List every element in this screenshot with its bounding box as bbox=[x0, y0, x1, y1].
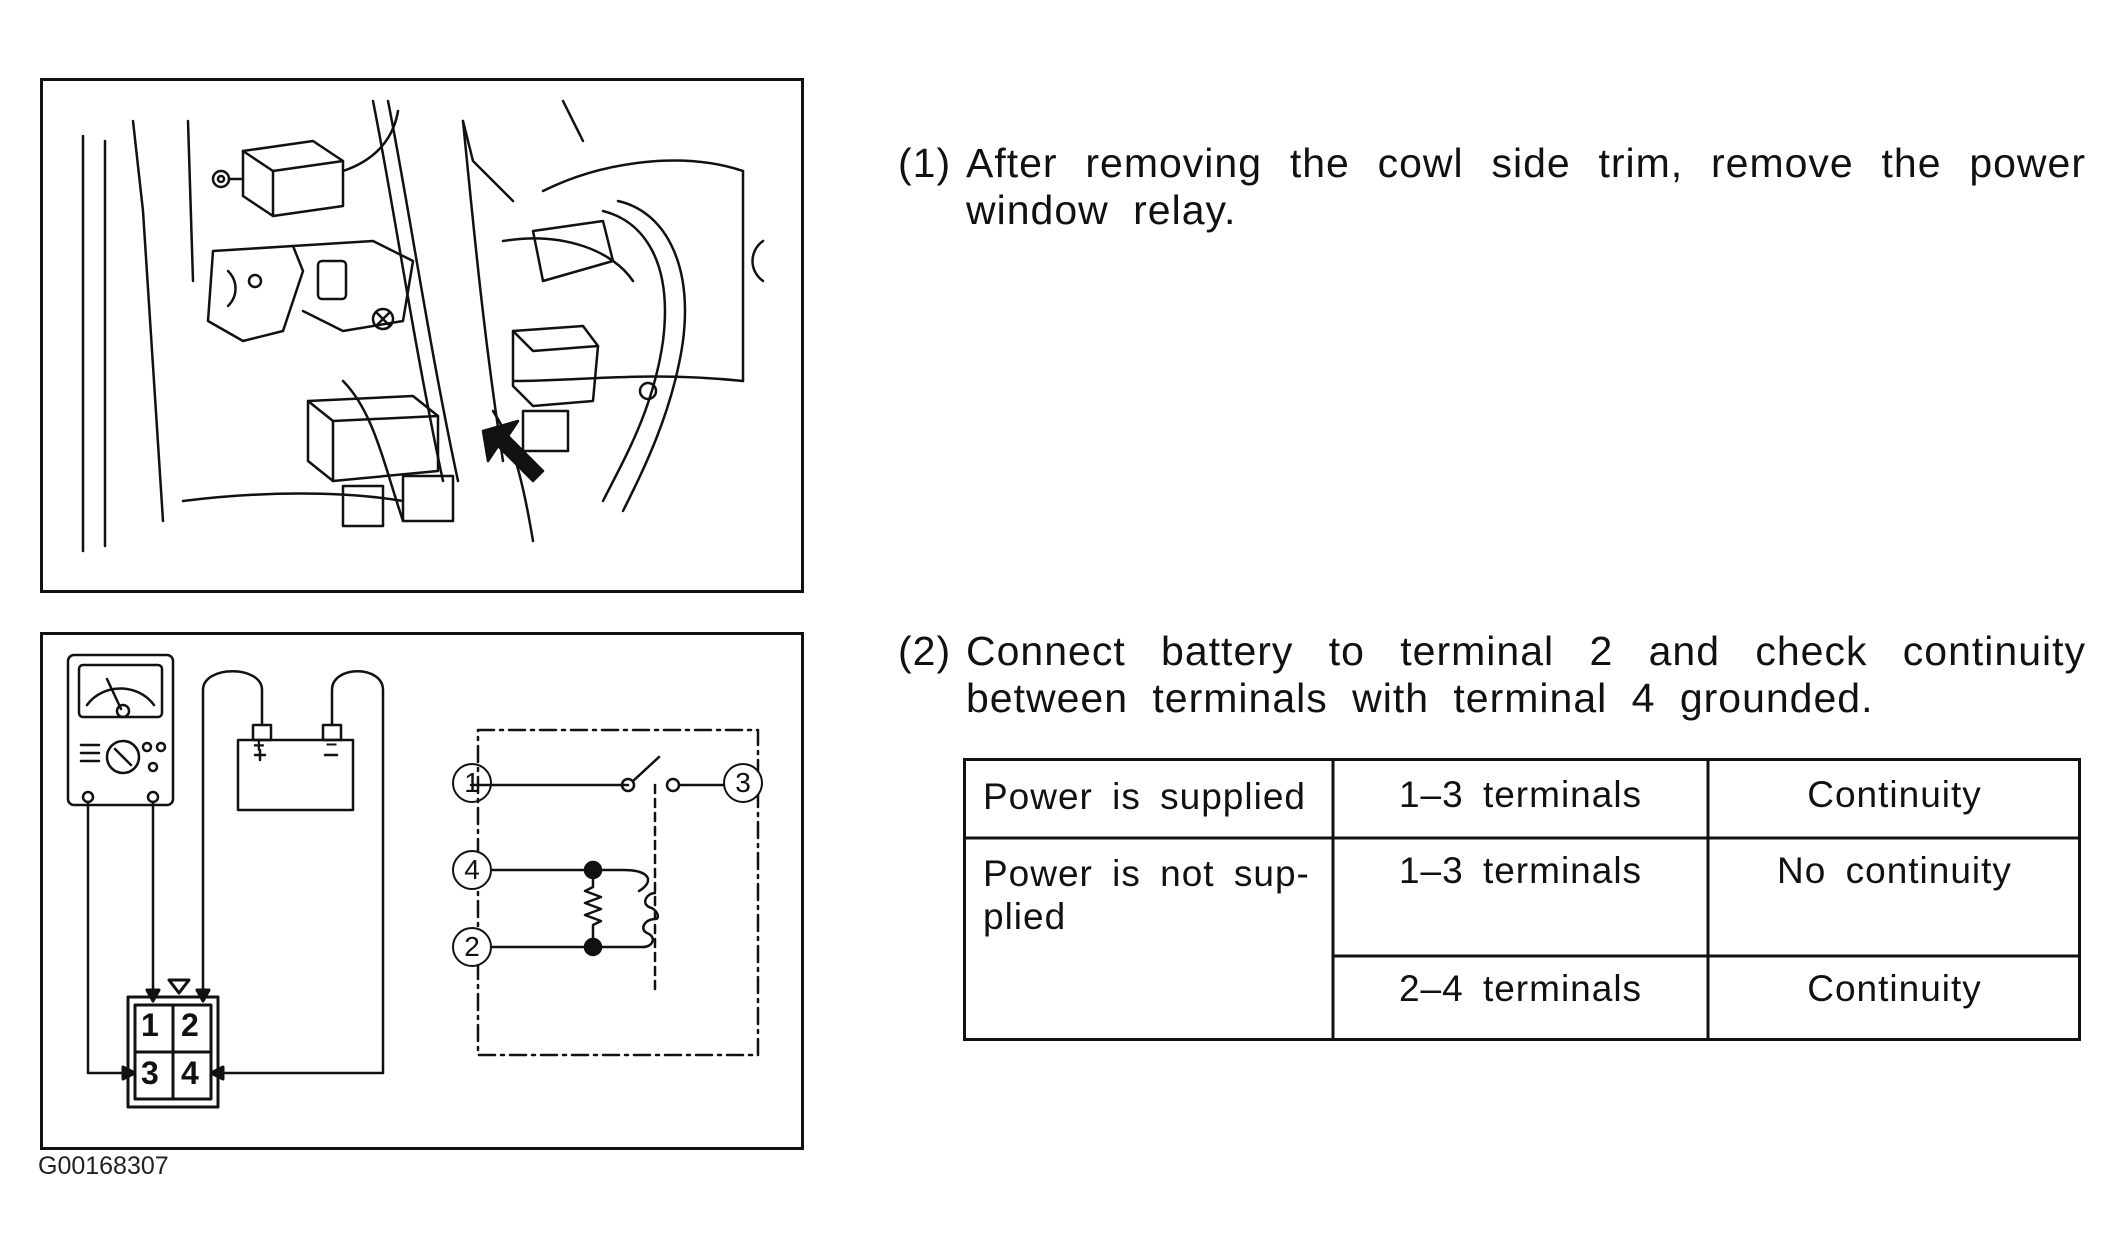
upper-relay bbox=[211, 109, 400, 218]
row-1-terminals: 1–3 terminals bbox=[1398, 774, 1643, 815]
row-2-condition: Power is not sup- plied bbox=[983, 853, 1310, 937]
relay-location-illustration bbox=[40, 78, 804, 593]
relay-connector bbox=[121, 978, 225, 1109]
row-3-result: Continuity bbox=[1807, 968, 1982, 1009]
row-1-result: Continuity bbox=[1807, 774, 1982, 815]
relay-test-circuit-diagram: 1 2 3 4 1 3 4 2 + – bbox=[40, 632, 804, 1150]
ohmmeter-icon bbox=[66, 653, 175, 807]
row-2-terminals: 1–3 terminals bbox=[1398, 850, 1643, 891]
step-2-number: (2) bbox=[898, 628, 952, 674]
connector-terminal-2: 2 bbox=[181, 1007, 200, 1043]
row-3-terminals: 2–4 terminals bbox=[1398, 968, 1643, 1009]
schematic-terminal-1: 1 bbox=[452, 763, 492, 803]
step-1: (1) After removing the cowl side trim, r… bbox=[898, 140, 2086, 240]
mounting-bracket bbox=[206, 239, 415, 343]
battery-positive-symbol: + bbox=[253, 735, 266, 757]
battery-icon bbox=[236, 723, 355, 812]
schematic-terminal-3: 3 bbox=[723, 763, 763, 803]
connector-terminal-1: 1 bbox=[141, 1007, 160, 1043]
schematic-terminal-2: 2 bbox=[452, 927, 492, 967]
relay-pointer-arrow bbox=[481, 419, 545, 483]
connector-terminal-4: 4 bbox=[181, 1055, 200, 1091]
relay-schematic bbox=[469, 728, 760, 1057]
step-1-number: (1) bbox=[898, 140, 952, 186]
schematic-terminal-4: 4 bbox=[452, 850, 492, 890]
continuity-table: Power is supplied 1–3 terminals Continui… bbox=[963, 758, 2081, 1041]
step-2: (2) Connect battery to terminal 2 and ch… bbox=[898, 628, 2086, 728]
step-2-text: Connect battery to terminal 2 and check … bbox=[966, 628, 2086, 721]
row-2-result: No continuity bbox=[1777, 850, 2012, 891]
connector-terminal-3: 3 bbox=[141, 1055, 160, 1091]
test-wires bbox=[86, 670, 385, 1075]
lower-relays bbox=[306, 324, 658, 528]
step-1-text: After removing the cowl side trim, remov… bbox=[966, 140, 2086, 233]
wiring-harness bbox=[341, 99, 687, 543]
row-1-condition: Power is supplied bbox=[983, 776, 1306, 817]
battery-negative-symbol: – bbox=[326, 733, 339, 755]
figure-code: G00168307 bbox=[38, 1152, 169, 1180]
